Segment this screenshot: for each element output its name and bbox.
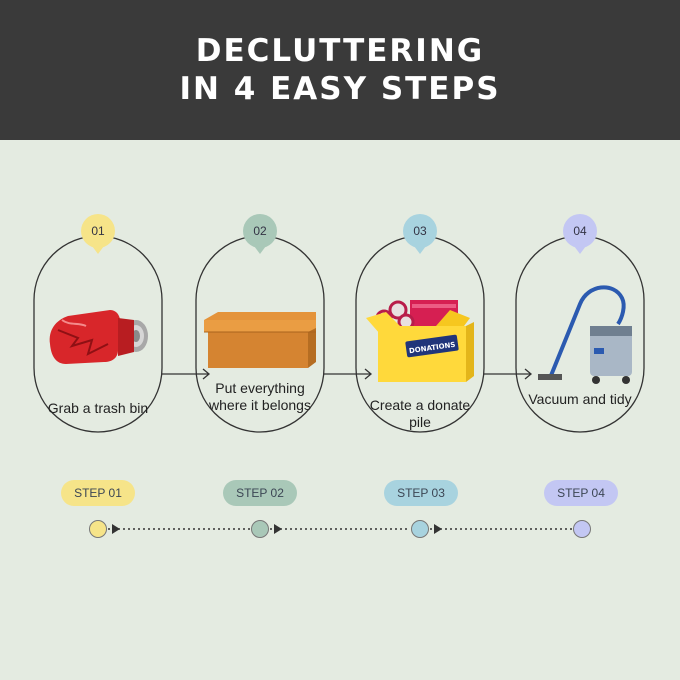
step-number-1: 01	[81, 214, 115, 254]
timeline-dot-3	[411, 520, 429, 538]
step-pill-3: STEP 03	[384, 480, 458, 506]
capsule-3-outline	[355, 235, 485, 433]
timeline-arrowheads	[112, 524, 442, 534]
step-label-3: Create a donate pile	[369, 397, 471, 430]
arrowhead-1-2	[202, 368, 211, 380]
arrowhead-2-3	[364, 368, 373, 380]
page-title-line-2: IN 4 EASY STEPS	[179, 71, 501, 107]
capsule-2-outline	[195, 235, 325, 433]
process-diagram: DONATIONS	[33, 235, 645, 534]
step-pill-4: STEP 04	[544, 480, 618, 506]
step-pill-2: STEP 02	[223, 480, 297, 506]
step-number-4: 04	[563, 214, 597, 254]
capsule-outlines	[33, 235, 645, 433]
step-label-2: Put everything where it belongs	[209, 380, 311, 413]
vacuum-cleaner-icon	[538, 285, 632, 384]
timeline-dot-4	[573, 520, 591, 538]
step-number-2: 02	[243, 214, 277, 254]
step-number-3: 03	[403, 214, 437, 254]
step-pill-1: STEP 01	[61, 480, 135, 506]
step-label-4: Vacuum and tidy	[528, 391, 632, 407]
step-label-1: Grab a trash bin	[47, 400, 149, 416]
arrowhead-3-4	[524, 368, 533, 380]
timeline-dot-2	[251, 520, 269, 538]
page-title-line-1: DECLUTTERING	[195, 33, 485, 69]
header-banner: DECLUTTERING IN 4 EASY STEPS	[0, 0, 680, 140]
donation-box-icon: DONATIONS	[366, 300, 474, 382]
capsule-4-outline	[515, 235, 645, 433]
timeline-dot-1	[89, 520, 107, 538]
connector-arrows	[162, 368, 533, 380]
capsule-1-outline	[33, 235, 163, 433]
crushed-can-icon	[49, 310, 148, 364]
cardboard-box-icon	[204, 312, 316, 368]
